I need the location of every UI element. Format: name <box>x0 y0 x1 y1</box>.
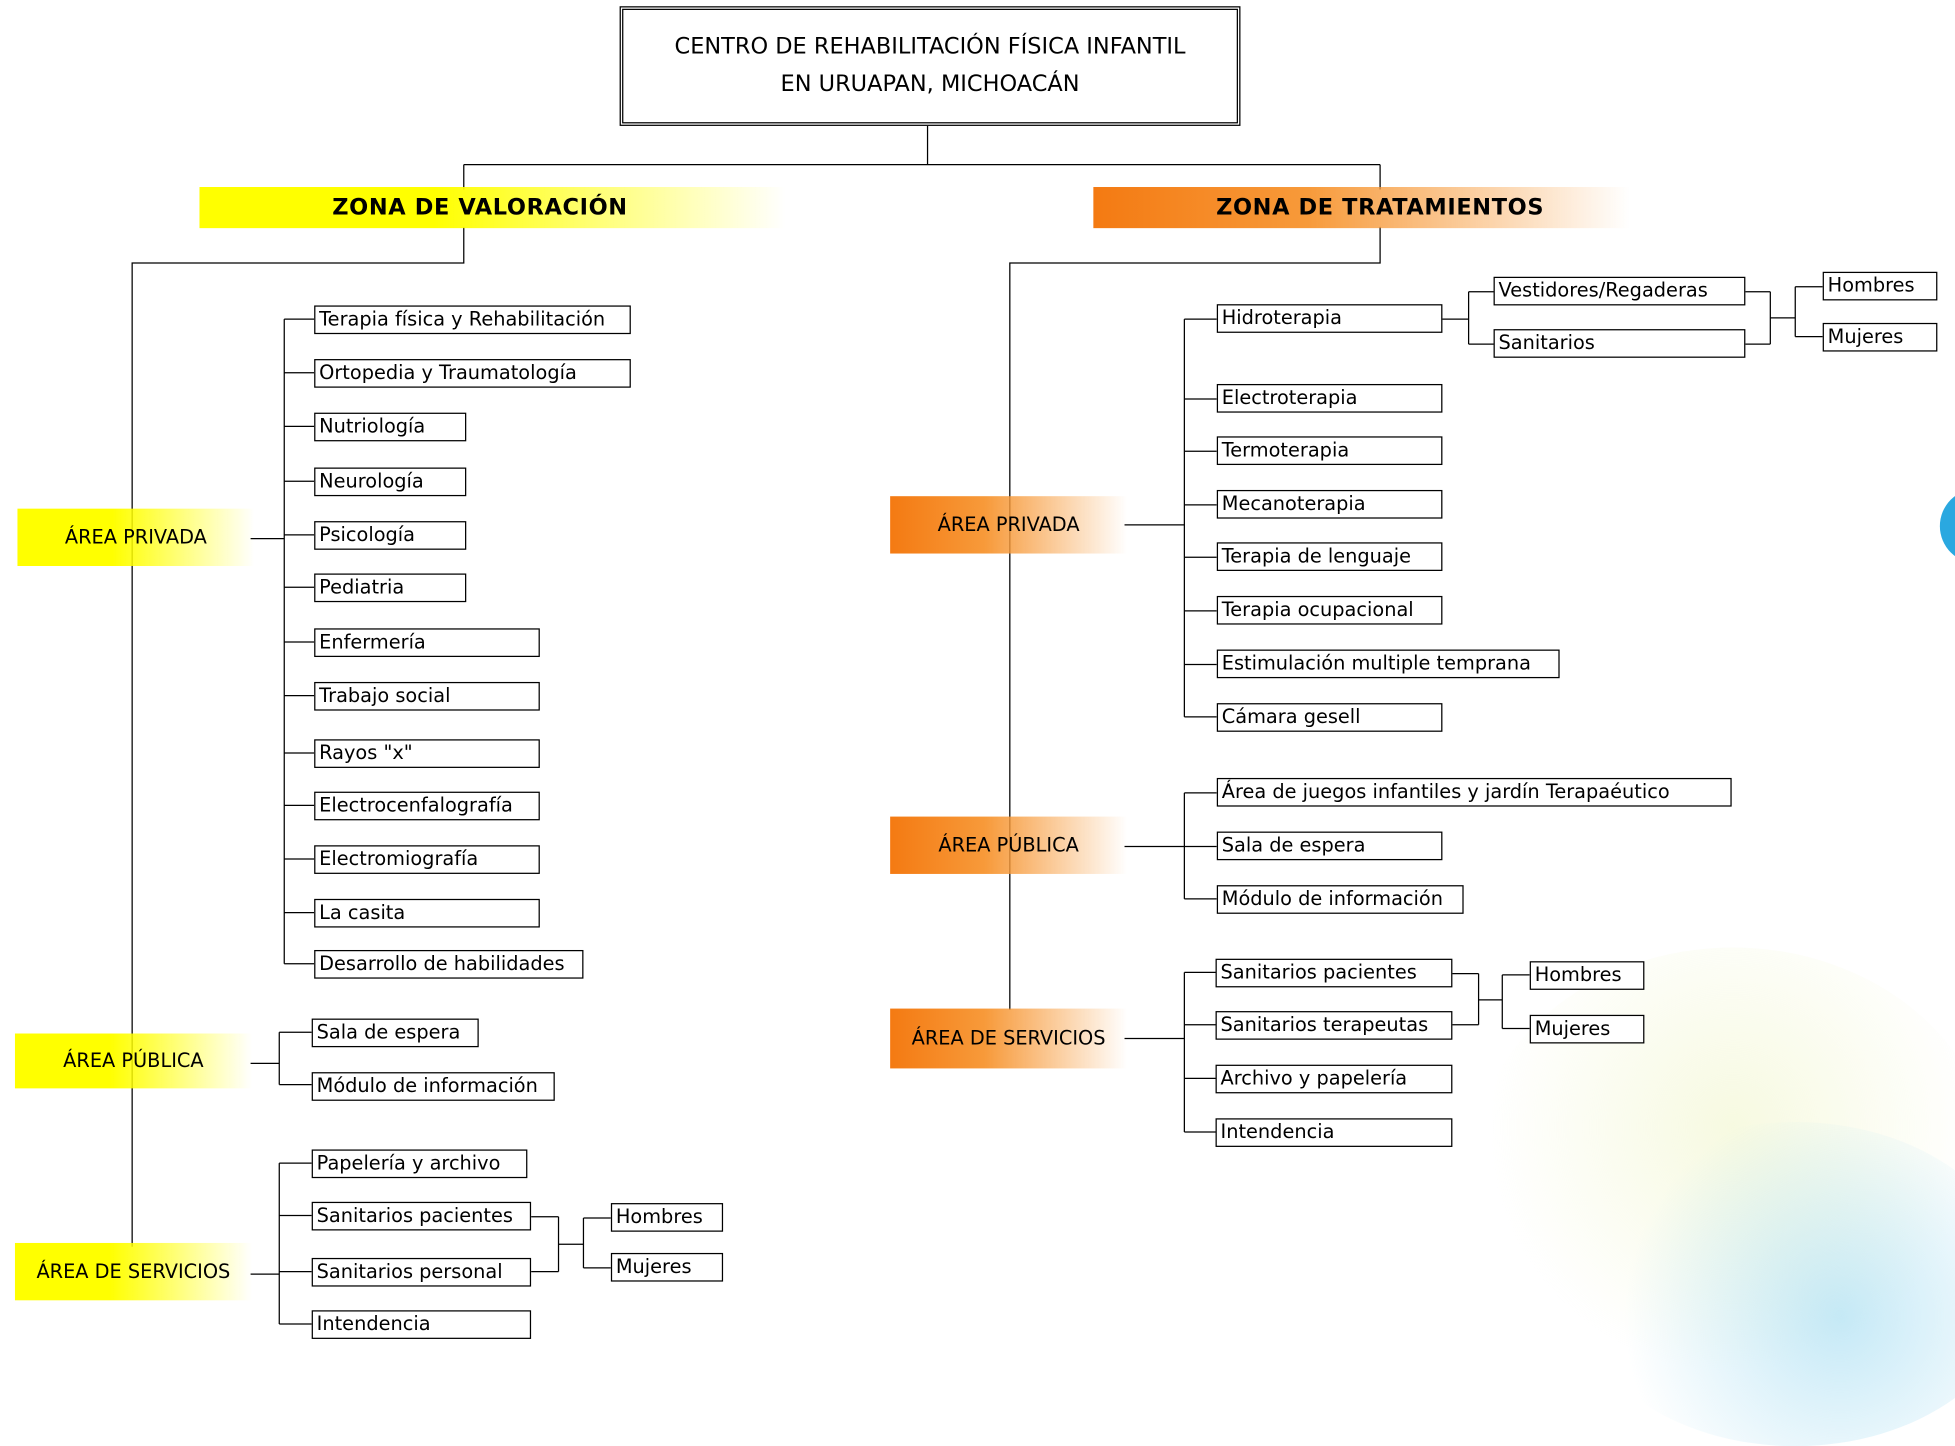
list-item: Sanitarios personal <box>311 1257 532 1287</box>
title-line-1: CENTRO DE REHABILITACIÓN FÍSICA INFANTIL <box>674 33 1186 60</box>
left-area-servicios: ÁREA DE SERVICIOS <box>14 1242 252 1301</box>
list-item: Hombres <box>610 1203 724 1232</box>
list-item: Sanitarios <box>1493 329 1746 358</box>
list-item: Estimulación multiple temprana <box>1216 649 1560 679</box>
list-item: Sala de espera <box>311 1018 479 1048</box>
list-item: Psicología <box>314 521 467 550</box>
list-item: Mujeres <box>610 1252 724 1282</box>
connector-lines <box>131 125 1823 1325</box>
zone-tratamientos-label: ZONA DE TRATAMIENTOS <box>1093 187 1630 229</box>
list-item: Hombres <box>1822 271 1938 301</box>
list-item: Mujeres <box>1529 1014 1645 1044</box>
list-item: Electroterapia <box>1216 383 1443 413</box>
list-item: Termoterapia <box>1216 436 1443 466</box>
right-area-privada: ÁREA PRIVADA <box>890 496 1128 554</box>
list-item: Electrocenfalografía <box>314 791 540 821</box>
list-item: Hombres <box>1529 961 1645 990</box>
list-item: Vestidores/Regaderas <box>1493 276 1746 306</box>
list-item: La casita <box>314 898 540 928</box>
list-item: Trabajo social <box>314 681 540 711</box>
center-title-box: CENTRO DE REHABILITACIÓN FÍSICA INFANTIL… <box>619 6 1241 126</box>
list-item: Terapia de lenguaje <box>1216 542 1443 571</box>
list-item: Intendencia <box>311 1310 532 1339</box>
list-item: Hidroterapia <box>1216 304 1443 333</box>
left-area-privada: ÁREA PRIVADA <box>17 508 255 567</box>
list-item: Rayos "x" <box>314 739 540 768</box>
list-item: Sala de espera <box>1216 831 1443 861</box>
list-item: Cámara gesell <box>1216 703 1443 732</box>
list-item: Sanitarios terapeutas <box>1215 1011 1453 1040</box>
title-line-2: EN URUAPAN, MICHOACÁN <box>780 71 1080 98</box>
right-area-publica: ÁREA PÚBLICA <box>890 816 1128 874</box>
list-item: Terapia física y Rehabilitación <box>314 305 631 335</box>
list-item: Ortopedia y Traumatología <box>314 359 631 388</box>
list-item: Nutriología <box>314 412 467 442</box>
list-item: Terapia ocupacional <box>1216 595 1443 625</box>
list-item: Módulo de información <box>1216 885 1464 914</box>
list-item: Sanitarios pacientes <box>311 1201 532 1231</box>
list-item: Neurología <box>314 467 467 497</box>
list-item: Área de juegos infantiles y jardín Terap… <box>1216 777 1732 807</box>
right-area-servicios: ÁREA DE SERVICIOS <box>890 1008 1128 1069</box>
list-item: Mujeres <box>1822 322 1938 352</box>
zone-valoracion-label: ZONA DE VALORACIÓN <box>199 187 786 229</box>
list-item: Mecanoterapia <box>1216 489 1443 519</box>
list-item: Sanitarios pacientes <box>1215 958 1453 988</box>
list-item: Papelería y archivo <box>311 1149 528 1179</box>
list-item: Pediatria <box>314 573 467 603</box>
list-item: Enfermería <box>314 628 540 658</box>
list-item: Archivo y papelería <box>1215 1064 1453 1094</box>
list-item: Intendencia <box>1215 1118 1453 1147</box>
list-item: Desarrollo de habilidades <box>314 949 584 979</box>
list-item: Módulo de información <box>311 1072 555 1101</box>
list-item: Electromiografía <box>314 845 540 874</box>
diagram-canvas: CENTRO DE REHABILITACIÓN FÍSICA INFANTIL… <box>14 6 1955 1446</box>
left-area-publica: ÁREA PÚBLICA <box>14 1033 252 1089</box>
